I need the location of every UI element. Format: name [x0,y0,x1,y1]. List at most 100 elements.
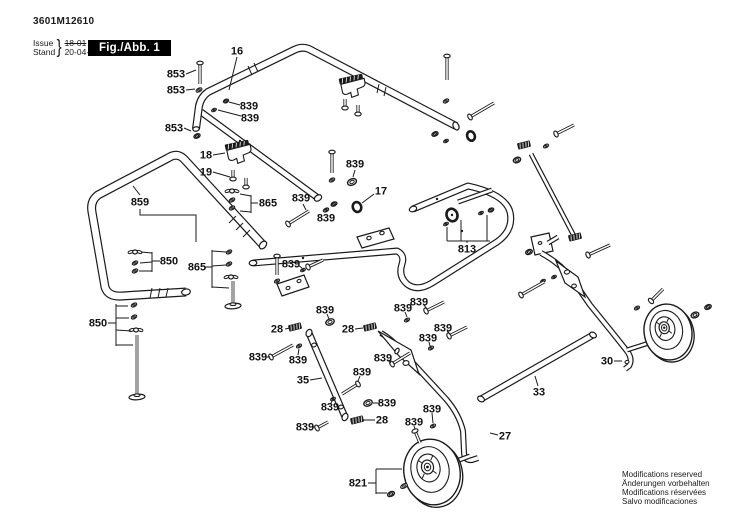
leader-line [239,210,252,213]
pad-serration [365,325,367,331]
part-label-839: 839 [241,113,259,125]
part-label-839: 839 [249,352,267,364]
screw-shaft [287,210,310,225]
pad-serration [360,416,362,422]
screw-shaft [270,344,294,358]
tube-end [452,121,460,131]
leader-line [431,412,434,424]
leader-line [211,286,230,289]
screw-head [518,291,524,299]
leader-line [239,193,252,197]
leg-30-gusset [554,259,587,299]
wheel-axle-dot [662,326,666,329]
hole [366,235,372,241]
end-cap [465,130,477,142]
wheel-spoke [656,321,660,325]
clamp-body [340,77,366,99]
leader-line [352,169,356,178]
clamp-serration [357,74,359,81]
tube-end [408,205,418,213]
washer-icon-hole [230,206,234,210]
washer-icon-hole [301,268,305,272]
leader-line [387,359,392,364]
leader-line [309,377,323,381]
clamp-serration [349,76,351,82]
issue-label: Issue [33,37,54,48]
part-label-839: 839 [289,355,307,367]
part-label-853: 853 [167,69,185,81]
screw-shaft [520,281,545,296]
clamp-serration [345,77,347,83]
washer-icon-hole [227,262,231,266]
mount-plate [276,274,310,297]
clamp-serration [231,143,233,149]
part-label-839: 839 [316,305,334,317]
screw-head [354,111,362,117]
leader-line [534,375,539,387]
top-front-rail-core [199,110,320,200]
tube-end [305,328,313,338]
leader-line [326,313,330,320]
leader-line [211,264,227,267]
tick-mark [383,86,387,97]
tick-mark [157,287,161,299]
screw-shaft [469,102,495,118]
leader-line [330,400,333,404]
leader-line [217,109,242,117]
rear-strut-core [529,153,576,237]
nut-hole [705,305,711,309]
foot-collar [229,302,237,307]
washer-icon-hole [635,306,639,310]
washer-icon-hole [544,144,548,148]
tick-mark [228,215,237,224]
spacer-core [547,235,559,245]
wheel-spoke [432,470,437,474]
part-number: 3601M12610 [33,16,95,27]
clamp-serration [353,75,355,82]
tube-end [258,240,268,250]
pad-serration [522,142,524,148]
tube-end [477,395,485,403]
leader-line [297,348,300,356]
pad-serration [570,235,572,241]
leader-line [361,193,375,204]
mount-plate [356,227,395,249]
screw-head [446,332,452,340]
clamp-serration [341,78,344,84]
screw-shaft [448,326,468,337]
screw-shaft [391,352,411,365]
modifications-notice: Modifications reserved Änderungen vorbeh… [622,470,710,506]
part-label-839: 839 [317,213,335,225]
leg-30 [539,250,634,372]
part-label-16: 16 [231,46,243,58]
leader-line [489,432,499,436]
washer-icon-hole [479,211,483,215]
leader-line [185,88,196,91]
hole [296,278,302,284]
washer-icon-hole [402,484,406,488]
screw-head [341,105,349,111]
hole-dot [435,197,439,201]
leader-line [212,171,231,178]
pad-serration [368,324,370,330]
wheel-spoke [418,460,423,464]
part-label-813: 813 [458,244,476,256]
hole [285,285,291,291]
washer-icon-hole [552,275,556,279]
notice-line-fr: Modifications réservées [622,488,707,497]
pad-serration [578,233,580,239]
nut-hole [195,134,199,138]
notice-line-de: Änderungen vorbehalten [622,479,710,488]
screw-head [268,353,274,361]
part-label-28: 28 [376,415,388,427]
part-label-839: 839 [434,323,452,335]
screw-shaft [307,259,324,268]
part-label-839: 839 [240,101,258,113]
washer-icon-hole [444,99,448,103]
pad-serration [519,143,521,149]
leader-line [446,330,451,335]
leader-line [115,329,132,332]
part-label-839: 839 [378,398,396,410]
